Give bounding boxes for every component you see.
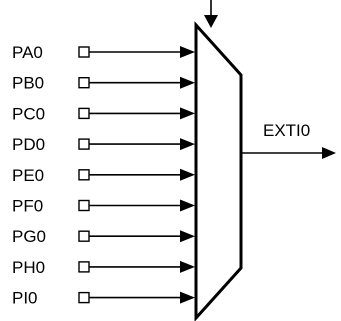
input-pin-label: PG0 xyxy=(12,227,46,246)
input-pin-pad xyxy=(78,169,90,181)
input-pin-label: PI0 xyxy=(12,289,38,308)
input-pin-label: PF0 xyxy=(12,197,43,216)
input-pin-label: PE0 xyxy=(12,166,44,185)
input-arrowhead xyxy=(180,107,195,120)
input-arrowhead xyxy=(180,199,195,212)
input-pin-pad xyxy=(78,199,90,212)
input-pin-pad xyxy=(78,291,90,304)
input-pin-pad xyxy=(78,230,90,242)
input-arrowhead xyxy=(180,76,195,89)
input-pin-row: PD0 xyxy=(12,135,195,154)
input-arrowhead xyxy=(180,291,195,304)
input-pin-label: PD0 xyxy=(12,135,45,154)
input-pin-row: PI0 xyxy=(12,289,195,308)
output-label: EXTI0 xyxy=(263,121,310,140)
input-pin-row: PA0 xyxy=(12,43,195,62)
multiplexer-block xyxy=(194,21,243,321)
input-arrowhead xyxy=(180,138,195,151)
input-pin-pad xyxy=(78,76,90,89)
select-line xyxy=(204,0,218,28)
input-pin-pad xyxy=(78,46,90,58)
input-pin-row: PG0 xyxy=(12,227,195,246)
input-arrowhead xyxy=(180,260,195,273)
input-arrowhead xyxy=(180,230,195,243)
input-pin-label: PH0 xyxy=(12,258,45,277)
input-pin-label: PA0 xyxy=(12,43,43,62)
input-pin-row: PH0 xyxy=(12,258,195,277)
input-pin-pad xyxy=(78,107,90,120)
input-pin-label: PC0 xyxy=(12,104,45,123)
input-pin-label: PB0 xyxy=(12,74,44,93)
input-arrowhead xyxy=(180,168,195,181)
input-pin-pad xyxy=(78,261,90,273)
input-pin-row: PF0 xyxy=(12,197,195,216)
input-pin-row: PE0 xyxy=(12,166,195,185)
input-pin-row: PB0 xyxy=(12,74,195,93)
input-pin-pad xyxy=(78,138,90,150)
input-arrowhead xyxy=(180,46,195,58)
input-pin-row: PC0 xyxy=(12,104,195,123)
output-line xyxy=(241,147,336,159)
